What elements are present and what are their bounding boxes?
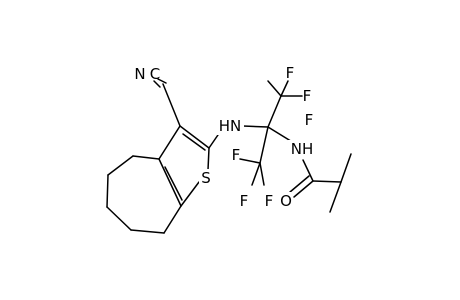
bond-cn-triple-1 xyxy=(157,78,167,84)
atom-label-amine-hn: HN xyxy=(219,117,242,135)
atom-label-sulfur: S xyxy=(201,169,211,187)
atom-label-f-upper-1: F xyxy=(286,64,295,82)
bond-cf3a-f1 xyxy=(280,80,289,97)
bond-c3-c2-double xyxy=(182,133,206,151)
bond-c3-cn xyxy=(162,83,181,127)
atom-label-f-upper-2: F xyxy=(303,87,312,105)
bond-c3a-c8a xyxy=(158,158,182,207)
bond-c3a-c3 xyxy=(158,125,181,160)
sulfur-label-bg xyxy=(199,169,213,187)
atom-label-f-lower-1: F xyxy=(232,146,241,164)
bond-ch-me2 xyxy=(329,181,342,213)
bond-amide-n-co xyxy=(302,159,314,182)
bond-cf3b-f1 xyxy=(239,158,261,164)
bond-cf3b-f2 xyxy=(251,162,261,186)
amine-label-bg xyxy=(216,117,244,135)
bond-cq-cf3a xyxy=(267,95,282,128)
bond-c3a-c4 xyxy=(132,155,160,160)
atom-label-f-lower-2: F xyxy=(240,192,249,210)
atom-label-nitrile-c: C xyxy=(150,65,160,83)
bond-c5-c6 xyxy=(106,174,109,208)
amide-n-label-bg xyxy=(288,140,316,158)
bond-c8-c8a xyxy=(163,205,182,234)
bond-s-c8a xyxy=(180,181,200,207)
bond-c3a-c8a-double xyxy=(164,166,183,201)
bond-co-o-double xyxy=(289,175,310,193)
atom-label-nitrile-n: N xyxy=(134,65,145,83)
atom-label-f-upper-3: F xyxy=(305,111,314,129)
oxygen-label-bg xyxy=(279,192,293,210)
bond-ch-me1 xyxy=(340,153,352,183)
bond-c2-s xyxy=(207,147,210,171)
atom-label-amide-nh: NH xyxy=(291,140,314,158)
bond-cq-cf3b xyxy=(259,126,269,164)
atom-labels: N C HN S NH O F F F F F F xyxy=(134,64,316,210)
bond-co-ch xyxy=(312,180,342,183)
bond-c4-c5 xyxy=(107,155,134,176)
bond-c6-c7 xyxy=(106,206,132,231)
bond-nh-cq xyxy=(242,125,269,128)
bond-cf3b-f3 xyxy=(259,162,265,186)
bond-cf3a-f3 xyxy=(267,80,282,97)
atom-label-f-lower-3: F xyxy=(265,192,274,210)
bond-c3-c2 xyxy=(179,125,210,149)
bond-cn-triple-2 xyxy=(153,80,161,88)
atom-label-carbonyl-o: O xyxy=(280,192,292,210)
bond-co-o xyxy=(293,180,314,198)
bond-c7-c8 xyxy=(130,229,165,234)
bonds xyxy=(106,78,352,234)
